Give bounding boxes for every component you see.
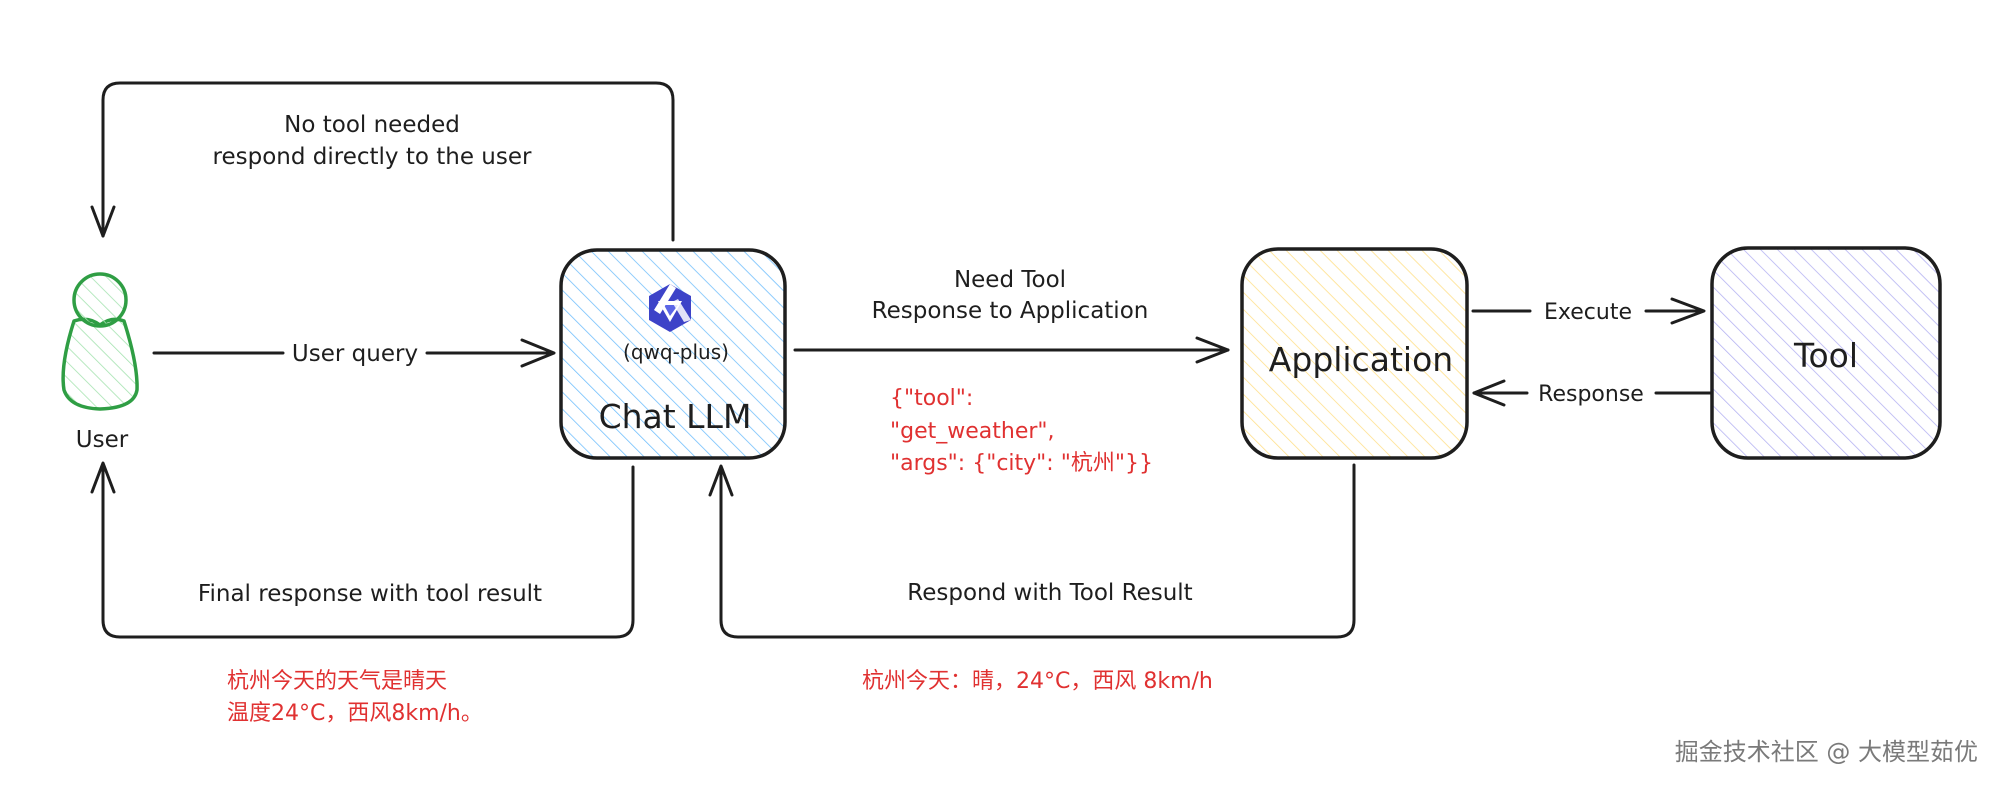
arrowhead-down-icon — [90, 205, 116, 238]
arrowhead-up-icon — [90, 461, 116, 494]
arrowhead-right-icon — [1670, 297, 1706, 325]
chat-llm-model-label: (qwq-plus) — [623, 340, 729, 364]
final-answer-annotation: 杭州今天的天气是晴天 温度24°C，西风8km/h。 — [227, 669, 483, 726]
application-title: Application — [1269, 340, 1453, 379]
final-answer-line2: 温度24°C，西风8km/h。 — [227, 701, 483, 726]
tool-call-json-line1: {"tool": — [890, 386, 973, 411]
edge-response: Response — [1472, 379, 1713, 407]
edge-final-response: Final response with tool result — [90, 461, 635, 639]
no-tool-label-line1: No tool needed — [284, 112, 460, 138]
execute-label: Execute — [1544, 300, 1632, 325]
edge-respond-tool-result: Respond with Tool Result — [708, 463, 1356, 639]
final-answer-line1: 杭州今天的天气是晴天 — [227, 669, 447, 694]
chat-llm-title: Chat LLM — [599, 397, 752, 436]
need-tool-label-line2: Response to Application — [872, 298, 1149, 324]
watermark: 掘金技术社区 @ 大模型茹优 — [1675, 738, 1978, 766]
tool-call-json-annotation: {"tool": "get_weather", "args": {"city":… — [890, 386, 1153, 476]
user-query-label: User query — [292, 341, 418, 367]
user-label: User — [76, 427, 129, 453]
qwen-logo-icon — [649, 284, 691, 332]
tool-box — [1710, 246, 1942, 460]
edge-no-tool-needed: No tool needed respond directly to the u… — [90, 81, 675, 242]
response-label: Response — [1538, 382, 1644, 407]
final-response-label: Final response with tool result — [198, 581, 542, 607]
no-tool-loop-line — [101, 81, 675, 242]
arrowhead-left-icon — [1472, 379, 1506, 407]
tool-result-annotation: 杭州今天：晴，24°C，西风 8km/h — [862, 669, 1213, 694]
arrowhead-right-icon — [520, 338, 556, 368]
no-tool-label-line2: respond directly to the user — [213, 144, 532, 170]
tool-title: Tool — [1793, 336, 1858, 375]
tool-node[interactable]: Tool — [1710, 246, 1942, 460]
arrowhead-right-icon — [1195, 336, 1230, 364]
chat-llm-node[interactable]: (qwq-plus) Chat LLM — [559, 248, 787, 460]
tool-call-json-line3: "args": {"city": "杭州"}} — [890, 451, 1153, 476]
respond-tool-result-label: Respond with Tool Result — [907, 580, 1192, 606]
edge-user-query: User query — [152, 338, 556, 368]
respond-tool-result-loop-line — [719, 463, 1356, 639]
final-response-loop-line — [101, 462, 635, 639]
chat-llm-box — [559, 248, 787, 460]
user-node[interactable]: User — [61, 272, 139, 453]
user-icon — [61, 272, 139, 411]
application-box — [1240, 247, 1469, 460]
tool-call-json-line2: "get_weather", — [890, 419, 1055, 444]
arrowhead-up-icon — [708, 464, 734, 497]
edge-execute: Execute — [1471, 297, 1706, 325]
edge-need-tool: Need Tool Response to Application — [793, 267, 1230, 364]
application-node[interactable]: Application — [1240, 247, 1469, 460]
need-tool-label-line1: Need Tool — [954, 267, 1066, 293]
